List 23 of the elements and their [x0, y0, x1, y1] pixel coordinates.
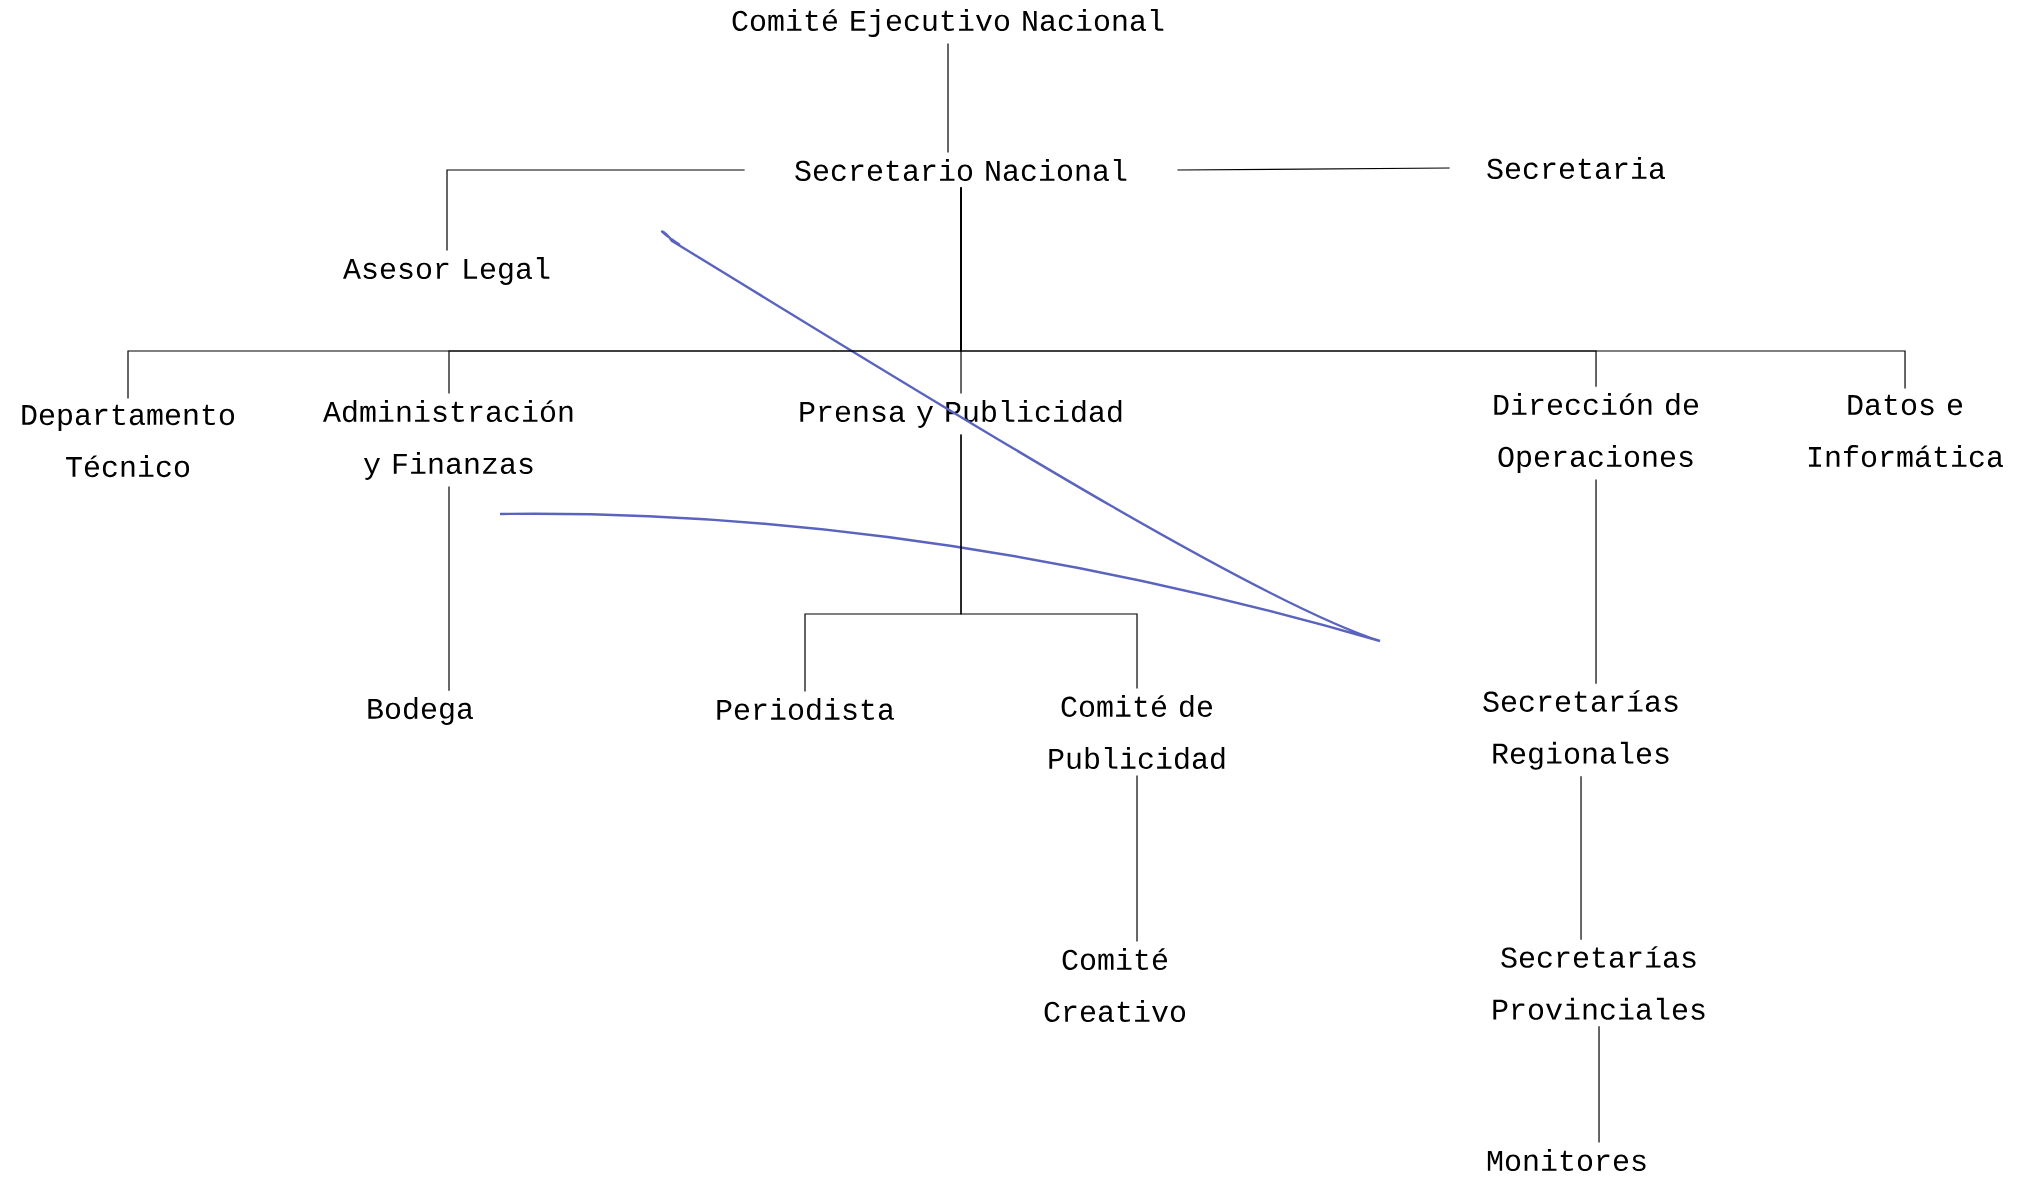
unit-label: Monitores: [1487, 1149, 1646, 1171]
connector-line: [1176, 167, 1451, 171]
connector-line: [446, 169, 746, 252]
unit-label: Departamento Técnico: [22, 404, 235, 478]
connector-line: [1580, 775, 1582, 941]
unit-label: Secretaria: [1487, 157, 1665, 179]
unit-label: Datos e Informática: [1808, 394, 2003, 468]
connector-line: [1595, 478, 1597, 685]
connector-line: [448, 485, 450, 692]
unit-label: Secretarías Regionales: [1483, 690, 1678, 770]
connector-line: [1598, 1025, 1600, 1144]
unit-label: Bodega: [368, 697, 473, 725]
unit-label: Secretarías Provinciales: [1493, 946, 1705, 1020]
unit-label: Secretario Nacional: [795, 159, 1127, 181]
unit-label: Dirección de Operaciones: [1494, 393, 1699, 473]
unit-label: Comité Creativo: [1044, 948, 1186, 1022]
unit-label: Comité Ejecutivo Nacional: [732, 9, 1164, 37]
unit-label: Asesor Legal: [343, 257, 550, 285]
unit-label: Administración y Finanzas: [323, 400, 573, 480]
unit-label: Periodista: [717, 697, 894, 721]
unit-label: Comité de Publicidad: [1049, 694, 1225, 770]
connector-line: [1136, 774, 1138, 943]
connector-line: [947, 42, 949, 154]
